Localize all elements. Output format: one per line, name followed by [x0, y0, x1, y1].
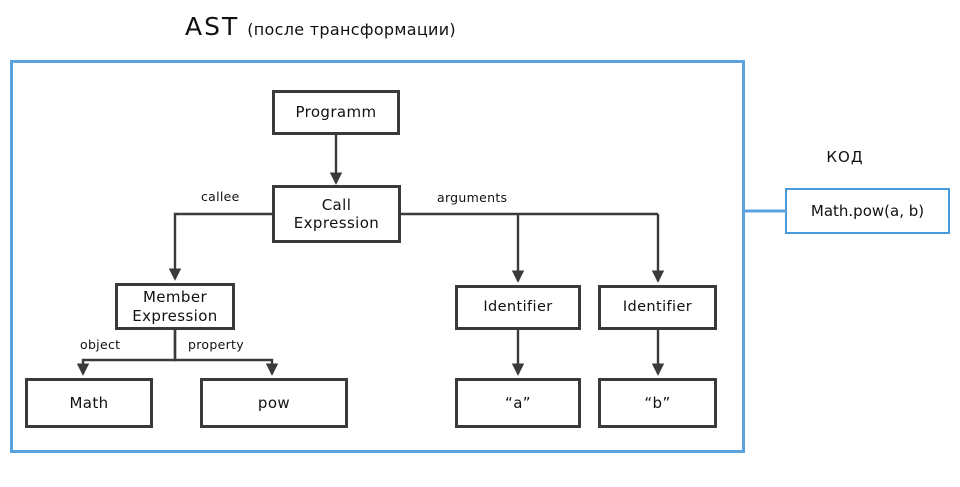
title-subtitle-text: (после трансформации) [247, 20, 456, 39]
node-pow-label: pow [257, 393, 291, 412]
node-string-a[interactable]: “a” [455, 378, 581, 428]
title-main-text: AST [185, 12, 240, 41]
node-member-expression-line2: Expression [132, 306, 218, 325]
node-call-expression-line2: Expression [293, 214, 380, 232]
code-panel-box: Math.pow(a, b) [785, 188, 950, 234]
node-call-expression[interactable]: Call Expression [272, 185, 401, 243]
edge-label-property: property [185, 337, 247, 352]
code-panel-label: КОД [826, 148, 864, 166]
node-identifier-a[interactable]: Identifier [455, 285, 581, 330]
edge-label-object: object [77, 337, 124, 352]
node-call-expression-label: Call Expression [294, 196, 379, 233]
node-member-expression-line1: Member [142, 288, 208, 307]
node-string-b[interactable]: “b” [598, 378, 717, 428]
edge-label-arguments: arguments [434, 190, 511, 205]
node-member-expression[interactable]: Member Expression [115, 283, 235, 330]
code-panel-text: Math.pow(a, b) [810, 202, 925, 220]
node-math-label: Math [69, 393, 109, 412]
node-identifier-b[interactable]: Identifier [598, 285, 717, 330]
node-identifier-a-label: Identifier [483, 298, 553, 315]
node-program[interactable]: Programm [272, 90, 400, 135]
node-member-expression-label: Member Expression [132, 288, 217, 325]
node-math[interactable]: Math [25, 378, 153, 428]
node-string-a-label: “a” [505, 393, 531, 412]
node-string-b-label: “b” [644, 393, 671, 412]
node-identifier-b-label: Identifier [622, 298, 693, 315]
edge-label-callee: callee [198, 189, 243, 204]
node-pow[interactable]: pow [200, 378, 348, 428]
node-call-expression-line1: Call [321, 195, 352, 214]
node-program-label: Programm [295, 103, 377, 122]
diagram-title: AST (после трансформации) [185, 12, 456, 41]
